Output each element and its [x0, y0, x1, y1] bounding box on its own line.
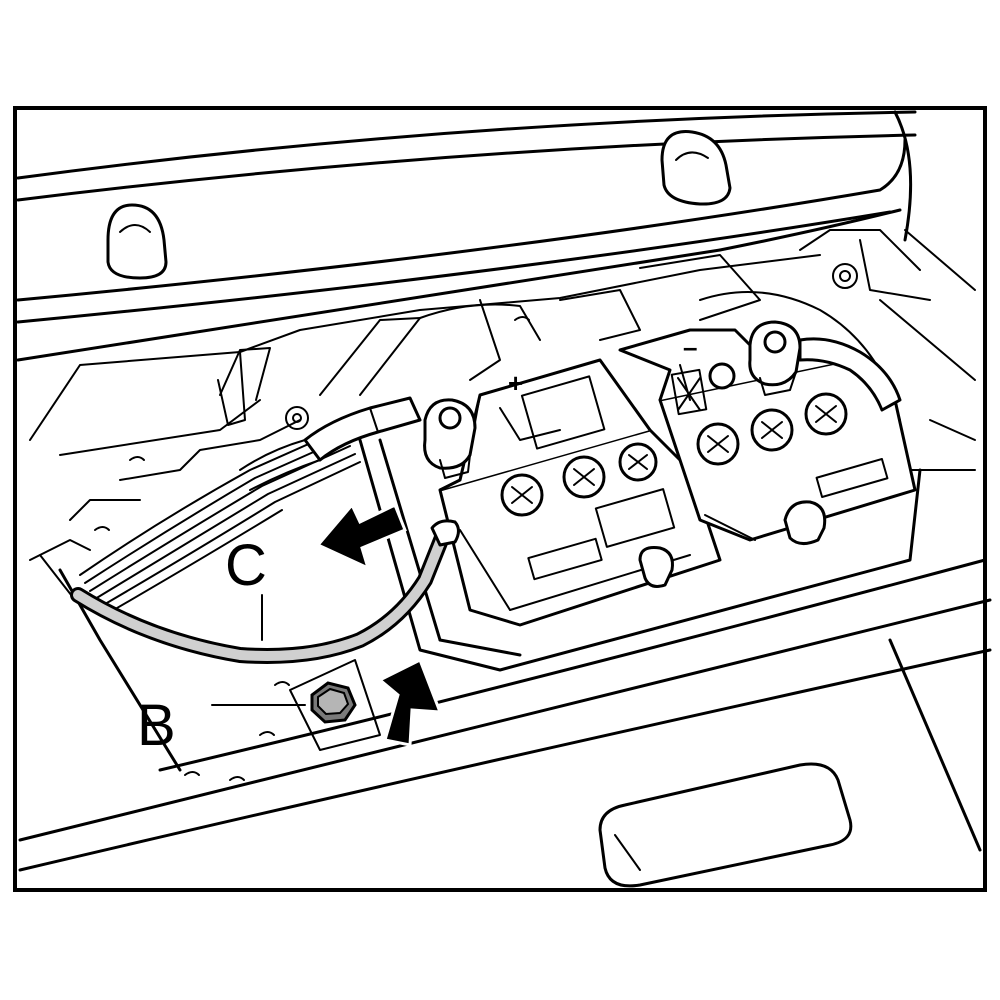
lower-crossmember [18, 554, 992, 888]
cell-cap [618, 442, 658, 482]
negative-terminal-clamp [748, 320, 902, 412]
battery-secondary: – [618, 328, 917, 545]
arrow-b-icon [377, 657, 443, 747]
ground-bolt [184, 659, 381, 781]
negative-terminal-mark: – [683, 332, 697, 362]
callout-b-label: B [137, 693, 176, 758]
wiring-harness [79, 429, 361, 616]
top-trim-panel [16, 110, 917, 362]
battery-main: + [438, 358, 722, 627]
positive-terminal-mark: + [508, 368, 523, 398]
positive-terminal-clamp [423, 398, 477, 479]
cell-cap [750, 408, 794, 452]
mount-peg-left [106, 203, 168, 280]
positive-cable [239, 396, 422, 491]
arrow-c-icon [315, 502, 407, 571]
ground-cable [70, 519, 460, 664]
cell-cap [696, 422, 740, 466]
battery-bracket [358, 438, 922, 672]
cell-cap [500, 473, 544, 517]
mount-peg-right [660, 130, 732, 206]
callout-c-label: C [225, 533, 267, 598]
cell-cap [562, 455, 606, 499]
cell-cap [804, 392, 848, 436]
ground-cable-jacket [73, 525, 450, 661]
